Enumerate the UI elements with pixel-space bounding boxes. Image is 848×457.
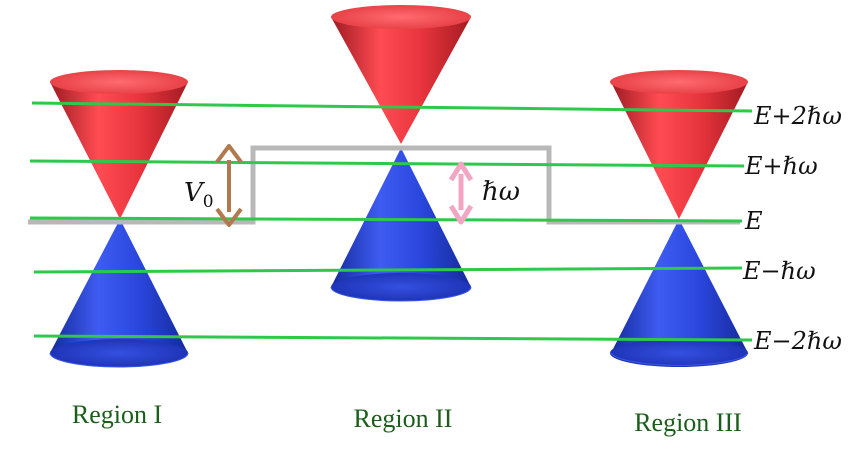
region-1-label: Region I [72, 400, 162, 429]
region-1-upper-cone [50, 82, 188, 219]
barrier-height-label: V0 [184, 178, 214, 212]
region-1-lower-cone [50, 219, 188, 367]
region-3-upper-cone-top [610, 70, 748, 94]
barrier-potential-profile [28, 145, 740, 225]
energy-line-e-minus-2hw [33, 334, 753, 342]
region-1-lower-cone-base [50, 339, 188, 367]
energy-label-e-plus-2hw: E+2ℏω [753, 102, 842, 130]
energy-line-e-minus-hw [33, 266, 743, 274]
photon-energy-label: ℏω [482, 177, 520, 207]
region-2-label: Region II [354, 404, 453, 433]
energy-line-e-plus-hw [29, 159, 745, 168]
region-1-upper-cone-top [50, 70, 188, 94]
energy-line-e-plus-2hw [31, 101, 753, 113]
energy-label-e-minus-hw: E−ℏω [742, 257, 816, 285]
region-2-upper-cone [331, 17, 471, 144]
region-2-upper-cone-top [331, 5, 471, 29]
region-2-cones [330, 5, 472, 302]
v0-double-arrow [215, 144, 243, 227]
photon-energy-double-arrow [448, 161, 474, 225]
region-2-lower-cone [331, 148, 471, 301]
energy-lines [29, 101, 753, 342]
region-1-cones [49, 70, 189, 368]
energy-label-e: E [744, 207, 763, 235]
region-3-lower-cone [611, 219, 748, 366]
energy-label-e-minus-2hw: E−2ℏω [753, 327, 842, 355]
energy-line-e [29, 216, 743, 223]
region-2-lower-cone-base [331, 273, 471, 301]
region-3-lower-cone-base [610, 339, 748, 367]
region-3-upper-cone [611, 82, 748, 219]
energy-label-e-plus-hw: E+ℏω [744, 152, 818, 180]
region-3-label: Region III [634, 408, 742, 437]
region-3-cones [610, 70, 749, 367]
